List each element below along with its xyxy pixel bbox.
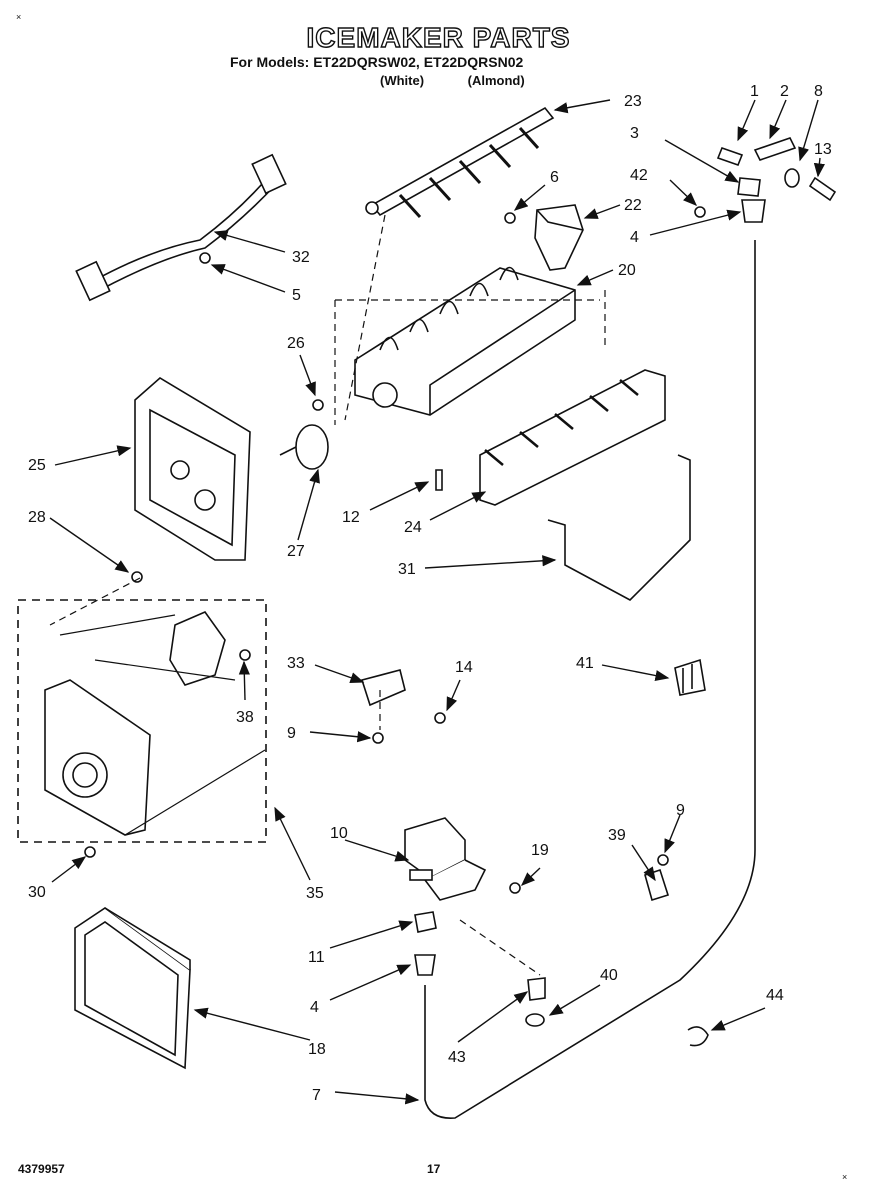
callout-39: 39 [608, 827, 626, 844]
callout-3: 3 [630, 125, 639, 142]
callout-41: 41 [576, 655, 594, 672]
callout-4-upper: 4 [630, 229, 639, 246]
callout-32: 32 [292, 249, 310, 266]
part-water-valve [404, 817, 487, 901]
callout-28: 28 [28, 509, 46, 526]
part-valve-screw [527, 977, 546, 1001]
callout-30: 30 [28, 884, 46, 901]
callout-14: 14 [455, 659, 473, 676]
callout-42: 42 [630, 167, 648, 184]
part-sleeve [808, 176, 837, 202]
callout-18: 18 [308, 1041, 326, 1058]
part-motor-assembly [44, 611, 226, 836]
screw-12 [435, 469, 443, 491]
part-wire-harness [75, 153, 287, 302]
callout-19: 19 [531, 842, 549, 859]
part-mold-cover [479, 369, 666, 506]
callout-26: 26 [287, 335, 305, 352]
callout-11: 11 [308, 949, 325, 966]
part-thermostat [279, 424, 329, 470]
callout-24: 24 [404, 519, 422, 536]
callout-10: 10 [330, 825, 348, 842]
part-heater-clip [674, 658, 706, 696]
part-screw-top [716, 146, 744, 167]
callout-31: 31 [398, 561, 416, 578]
callout-20: 20 [618, 262, 636, 279]
callout-6: 6 [550, 169, 559, 186]
callout-43: 43 [448, 1049, 466, 1066]
part-washer [784, 168, 800, 188]
callout-38: 38 [236, 709, 254, 726]
screw-28 [131, 571, 143, 583]
callout-35: 35 [306, 885, 324, 902]
screw-9b [657, 854, 669, 866]
part-fill-tube [424, 240, 756, 1119]
part-ejector-blade [365, 106, 555, 219]
screw-30 [84, 846, 96, 858]
part-nut-lower [525, 1013, 545, 1027]
callout-12: 12 [342, 509, 360, 526]
part-control-housing [134, 377, 251, 561]
callout-4-lower: 4 [310, 999, 319, 1016]
callout-13: 13 [814, 141, 832, 158]
callout-40: 40 [600, 967, 618, 984]
document-number: 4379957 [18, 1162, 65, 1176]
color-variants: (White) (Almond) [380, 73, 525, 88]
screw-5 [199, 252, 211, 264]
part-box-liner [74, 907, 191, 1070]
callout-2: 2 [780, 83, 789, 100]
part-shutoff-arm [547, 454, 691, 601]
callout-7: 7 [312, 1087, 321, 1104]
screw-14 [434, 712, 446, 724]
callout-9-left: 9 [287, 725, 296, 742]
callout-5: 5 [292, 287, 301, 304]
callout-22: 22 [624, 197, 642, 214]
part-ice-mold [354, 266, 576, 416]
callout-23: 23 [624, 93, 642, 110]
corner-mark-bottom-right: × [842, 1172, 848, 1182]
part-fitting-upper [741, 199, 766, 223]
models-line: For Models: ET22DQRSW02, ET22DQRSN02 [230, 54, 524, 70]
callout-8: 8 [814, 83, 823, 100]
part-nut-top [737, 177, 761, 197]
part-bracket [360, 669, 406, 707]
screw-19 [509, 882, 521, 894]
part-clamp [644, 868, 670, 902]
part-clip [312, 399, 324, 411]
callout-44: 44 [766, 987, 784, 1004]
page-number: 17 [427, 1162, 441, 1176]
part-screw-42 [694, 206, 706, 218]
part-fitting-lower [414, 954, 436, 976]
part-nut [414, 911, 437, 933]
part-tube-clip [687, 1026, 709, 1047]
part-fill-cup [534, 204, 584, 271]
screw-6 [504, 212, 516, 224]
callout-33: 33 [287, 655, 305, 672]
callout-9-right: 9 [676, 802, 685, 819]
callout-27: 27 [287, 543, 305, 560]
screw-38 [239, 649, 251, 661]
corner-mark-top-left: × [16, 12, 22, 22]
part-motor-kit-outline [17, 599, 267, 843]
callout-25: 25 [28, 457, 46, 474]
page-title: ICEMAKER PARTS [306, 21, 571, 53]
callout-1: 1 [750, 83, 759, 100]
part-inlet-tube [753, 137, 797, 161]
screw-9a [372, 732, 384, 744]
